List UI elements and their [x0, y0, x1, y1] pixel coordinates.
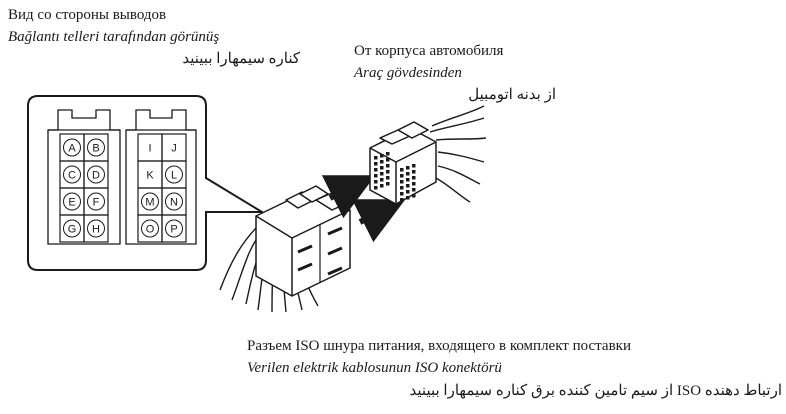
socket-hole — [380, 154, 384, 158]
pin-circle-f — [87, 192, 105, 211]
pin-label-l: L — [171, 170, 177, 182]
iso-connector-label-tr: Verilen elektrik kablosunun ISO konektör… — [247, 360, 502, 376]
pin-cell-p — [161, 214, 187, 243]
pin-circle-a — [63, 138, 81, 157]
pins-left-group: A B C D E F G H — [59, 133, 109, 243]
socket-hole — [406, 196, 410, 200]
pin-circle-e — [63, 192, 81, 211]
terminal-side-view-label-tr: Bağlantı telleri tarafından görünüş — [8, 29, 220, 45]
socket-hole — [406, 184, 410, 188]
from-vehicle-body-label-tr: Araç gövdesinden — [354, 65, 462, 81]
vehicle-connector-sockets — [374, 152, 416, 202]
pin-label-h: H — [92, 224, 100, 236]
pin-label-b: B — [92, 143, 99, 155]
pin-label-j: J — [171, 143, 177, 155]
socket-hole — [386, 158, 390, 162]
pin-circle-b — [87, 138, 105, 157]
pin-circle-g — [63, 219, 81, 238]
socket-hole — [374, 162, 378, 166]
socket-hole — [412, 176, 416, 180]
pin-label-n: N — [170, 197, 178, 209]
socket-hole — [412, 170, 416, 174]
from-vehicle-body-label-ru: От корпуса автомобиля — [354, 43, 504, 59]
socket-hole — [374, 156, 378, 160]
pinout-callout: A B C D E F G H I J K L M N O P — [27, 95, 266, 271]
socket-hole — [374, 186, 378, 190]
pin-label-d: D — [92, 170, 100, 182]
pin-circle-c — [63, 165, 81, 184]
socket-hole — [374, 180, 378, 184]
socket-hole — [400, 198, 404, 202]
insert-arrow-lower — [351, 199, 406, 243]
pinout-right-block — [125, 109, 197, 245]
socket-hole — [400, 174, 404, 178]
socket-hole — [386, 176, 390, 180]
socket-hole — [386, 170, 390, 174]
iso-connector-label-fa: ارتباط دهنده ISO از سیم تامین کننده برق … — [409, 383, 782, 399]
socket-hole — [412, 164, 416, 168]
terminal-side-view-label-ru: Вид со стороны выводов — [8, 7, 167, 23]
socket-hole — [400, 168, 404, 172]
socket-hole — [380, 160, 384, 164]
pins-right-group: I J K L M N O P — [137, 133, 187, 243]
vehicle-connector-wires — [429, 105, 487, 203]
pin-label-p: P — [170, 224, 177, 236]
pin-label-k: K — [146, 170, 154, 182]
socket-hole — [386, 152, 390, 156]
socket-hole — [386, 164, 390, 168]
insert-arrow-upper — [321, 175, 376, 219]
pin-circle-d — [87, 165, 105, 184]
pin-circle-m — [141, 192, 159, 211]
socket-hole — [380, 172, 384, 176]
socket-hole — [380, 178, 384, 182]
iso-connector-label-ru: Разъем ISO шнура питания, входящего в ко… — [247, 338, 631, 354]
terminal-side-view-label-fa: کناره سیمهارا ببینید — [182, 51, 300, 67]
socket-hole — [386, 182, 390, 186]
pin-cell-h — [83, 214, 109, 243]
pin-label-e: E — [68, 197, 75, 209]
socket-hole — [374, 174, 378, 178]
socket-hole — [380, 184, 384, 188]
socket-hole — [412, 188, 416, 192]
pin-label-c: C — [68, 170, 76, 182]
pin-label-g: G — [68, 224, 77, 236]
socket-hole — [406, 172, 410, 176]
pin-circle-n — [165, 192, 183, 211]
pinout-left-block — [47, 109, 121, 245]
socket-hole — [400, 186, 404, 190]
pin-label-o: O — [146, 224, 155, 236]
pin-circle-h — [87, 219, 105, 238]
pin-label-f: F — [93, 197, 100, 209]
socket-hole — [406, 166, 410, 170]
pin-circle-o — [141, 219, 159, 238]
pin-label-a: A — [68, 143, 76, 155]
pin-label-m: M — [145, 197, 154, 209]
pin-label-i: I — [148, 143, 151, 155]
socket-hole — [400, 192, 404, 196]
from-vehicle-body-label-fa: از بدنه اتومبیل — [468, 87, 556, 103]
pin-circle-p — [165, 219, 183, 238]
socket-hole — [412, 182, 416, 186]
vehicle-body-connector — [369, 105, 487, 205]
socket-hole — [406, 190, 410, 194]
socket-hole — [400, 180, 404, 184]
socket-hole — [374, 168, 378, 172]
socket-hole — [380, 166, 384, 170]
socket-hole — [412, 194, 416, 198]
socket-hole — [406, 178, 410, 182]
pin-circle-l — [165, 165, 183, 184]
